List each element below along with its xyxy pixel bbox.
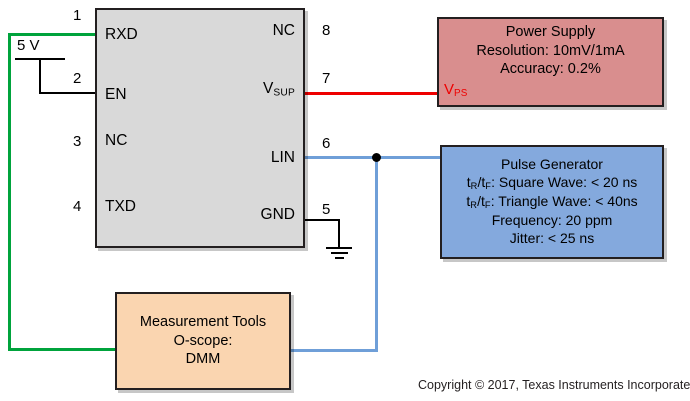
ic-pin-label-gnd: GND xyxy=(260,206,295,223)
ic-pin-label-txd: TXD xyxy=(105,198,136,215)
wire-junction-dot xyxy=(372,153,381,162)
ic-pin-number-8: 8 xyxy=(322,22,331,39)
wire-red-vsup-to-power-supply xyxy=(303,92,439,95)
ground-symbol xyxy=(326,247,352,262)
ic-pin-number-1: 1 xyxy=(73,7,82,24)
ic-pin-label-nc-3: NC xyxy=(105,132,128,149)
wire-blue-branch-to-measurement xyxy=(289,349,378,352)
wire-5v-drop xyxy=(39,58,41,94)
ic-pin-number-2: 2 xyxy=(73,70,82,87)
power-supply-block: Power Supply Resolution: 10mV/1mA Accura… xyxy=(437,17,664,107)
wire-blue-branch-vertical xyxy=(375,156,378,352)
ic-body xyxy=(95,8,305,248)
tr-prefix-2: t xyxy=(466,193,471,210)
triangle-wave-spec: Triangle Wave: < 40ns xyxy=(498,193,638,210)
vps-base: V xyxy=(444,81,455,98)
copyright-notice: Copyright © 2017, Texas Instruments Inco… xyxy=(418,378,690,392)
wire-5v-to-en xyxy=(39,92,97,94)
vps-subscript: PS xyxy=(454,88,468,100)
power-supply-resolution: Resolution: 10mV/1mA xyxy=(476,42,625,59)
pulse-generator-frequency: Frequency: 20 ppm xyxy=(491,211,613,228)
tf-sub-1: F xyxy=(485,181,492,192)
five-volt-source-label: 5 V xyxy=(17,37,40,54)
ic-pin-number-5: 5 xyxy=(322,201,331,218)
measurement-tools-title: Measurement Tools xyxy=(139,314,267,331)
tf-prefix-1: t xyxy=(481,174,486,191)
ic-pin-number-4: 4 xyxy=(73,198,82,215)
measurement-tools-block: Measurement Tools O-scope: DMM xyxy=(115,292,291,390)
square-wave-spec: Square Wave: < 20 ns xyxy=(498,174,638,191)
measurement-tools-dmm: DMM xyxy=(185,351,221,368)
ic-pin-label-en: EN xyxy=(105,86,127,103)
ground-bar-2 xyxy=(330,252,348,254)
ic-pin-label-rxd: RXD xyxy=(105,26,138,43)
pulse-generator-jitter: Jitter: < 25 ns xyxy=(509,229,595,246)
ic-pin-label-nc-8: NC xyxy=(272,22,295,39)
pulse-generator-block: Pulse Generator tR/tF: Square Wave: < 20… xyxy=(440,145,664,259)
power-supply-accuracy: Accuracy: 0.2% xyxy=(500,61,601,78)
wire-green-left-vertical xyxy=(8,33,11,351)
tf-prefix-2: t xyxy=(480,193,485,210)
ground-bar-3 xyxy=(334,257,344,259)
power-supply-title: Power Supply xyxy=(505,24,596,41)
ic-pin-label-vsup: VSUP xyxy=(263,81,295,98)
ic-pin-number-7: 7 xyxy=(322,70,331,87)
vsup-subscript: SUP xyxy=(273,87,295,99)
measurement-tools-oscope: O-scope: xyxy=(173,332,233,349)
tr-prefix-1: t xyxy=(466,174,471,191)
wire-gnd-horizontal xyxy=(303,219,340,221)
vps-node-label: VPS xyxy=(444,82,468,99)
pulse-generator-triangle-wave: tR/tF: Triangle Wave: < 40ns xyxy=(466,193,638,211)
ground-bar-1 xyxy=(326,247,352,249)
pulse-generator-square-wave: tR/tF: Square Wave: < 20 ns xyxy=(466,174,638,192)
ic-pin-number-6: 6 xyxy=(322,135,331,152)
pulse-generator-title: Pulse Generator xyxy=(501,156,603,173)
tr-sub-2: R xyxy=(470,200,478,211)
tf-sub-2: F xyxy=(484,200,491,211)
ic-pin-number-3: 3 xyxy=(73,133,82,150)
vsup-base: V xyxy=(263,80,274,97)
wire-green-bottom-to-measurement xyxy=(8,348,118,351)
tr-sub-1: R xyxy=(470,181,478,192)
wire-green-rxd-top xyxy=(8,33,98,36)
ic-pin-label-lin: LIN xyxy=(270,149,295,166)
wire-gnd-vertical xyxy=(338,219,340,249)
